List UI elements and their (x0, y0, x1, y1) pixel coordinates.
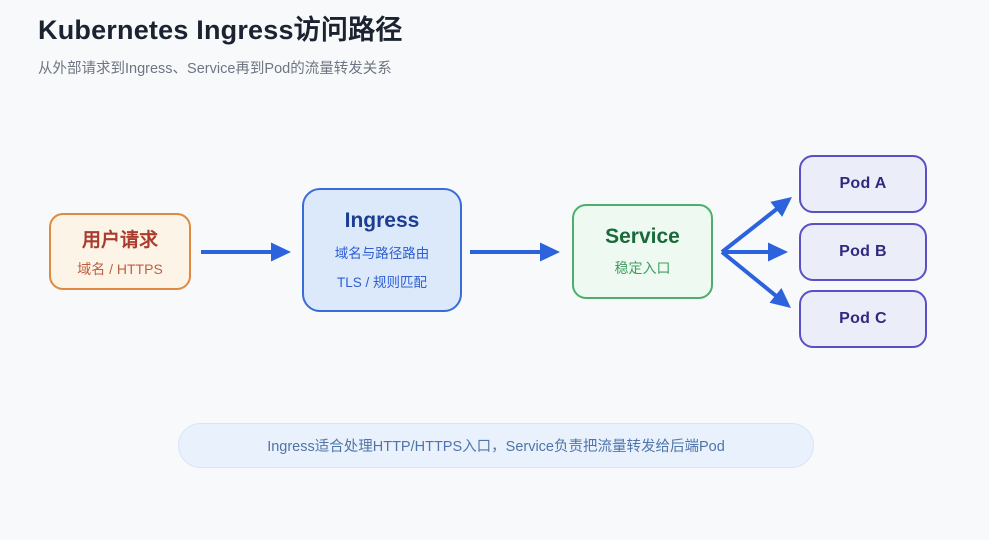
user-request-subtitle: 域名 / HTTPS (77, 260, 163, 277)
page-title: Kubernetes Ingress访问路径 (38, 15, 403, 45)
ingress-node: Ingress 域名与路径路由 TLS / 规则匹配 (302, 188, 462, 312)
ingress-detail-routing: 域名与路径路由 (334, 246, 430, 261)
ingress-title: Ingress (344, 209, 420, 232)
pod-b-label: Pod B (839, 243, 887, 260)
service-subtitle: 稳定入口 (614, 260, 671, 276)
pod-a-node: Pod A (799, 155, 927, 213)
service-node: Service 稳定入口 (572, 204, 713, 299)
pod-c-label: Pod C (839, 310, 887, 327)
flow-arrow-head (770, 197, 792, 217)
flow-summary-text: Ingress适合处理HTTP/HTTPS入口，Service负责把流量转发给后… (267, 439, 725, 455)
user-request-node: 用户请求 域名 / HTTPS (49, 213, 191, 290)
flow-arrow-line (720, 250, 779, 299)
flow-arrow-line (720, 206, 780, 254)
page-header: Kubernetes Ingress访问路径 从外部请求到Ingress、Ser… (38, 14, 402, 78)
ingress-detail-tls: TLS / 规则匹配 (336, 275, 427, 290)
user-request-title: 用户请求 (81, 229, 158, 251)
flow-arrow-head (768, 242, 788, 262)
service-title: Service (605, 225, 680, 248)
flow-arrow-head (769, 288, 791, 308)
pod-b-node: Pod B (799, 223, 927, 281)
flow-arrow-head (271, 242, 291, 262)
flow-summary-note: Ingress适合处理HTTP/HTTPS入口，Service负责把流量转发给后… (178, 423, 814, 468)
page-subtitle: 从外部请求到Ingress、Service再到Pod的流量转发关系 (38, 60, 392, 77)
flow-arrow-head (540, 242, 560, 262)
pod-a-label: Pod A (839, 175, 887, 192)
pod-c-node: Pod C (799, 290, 927, 348)
